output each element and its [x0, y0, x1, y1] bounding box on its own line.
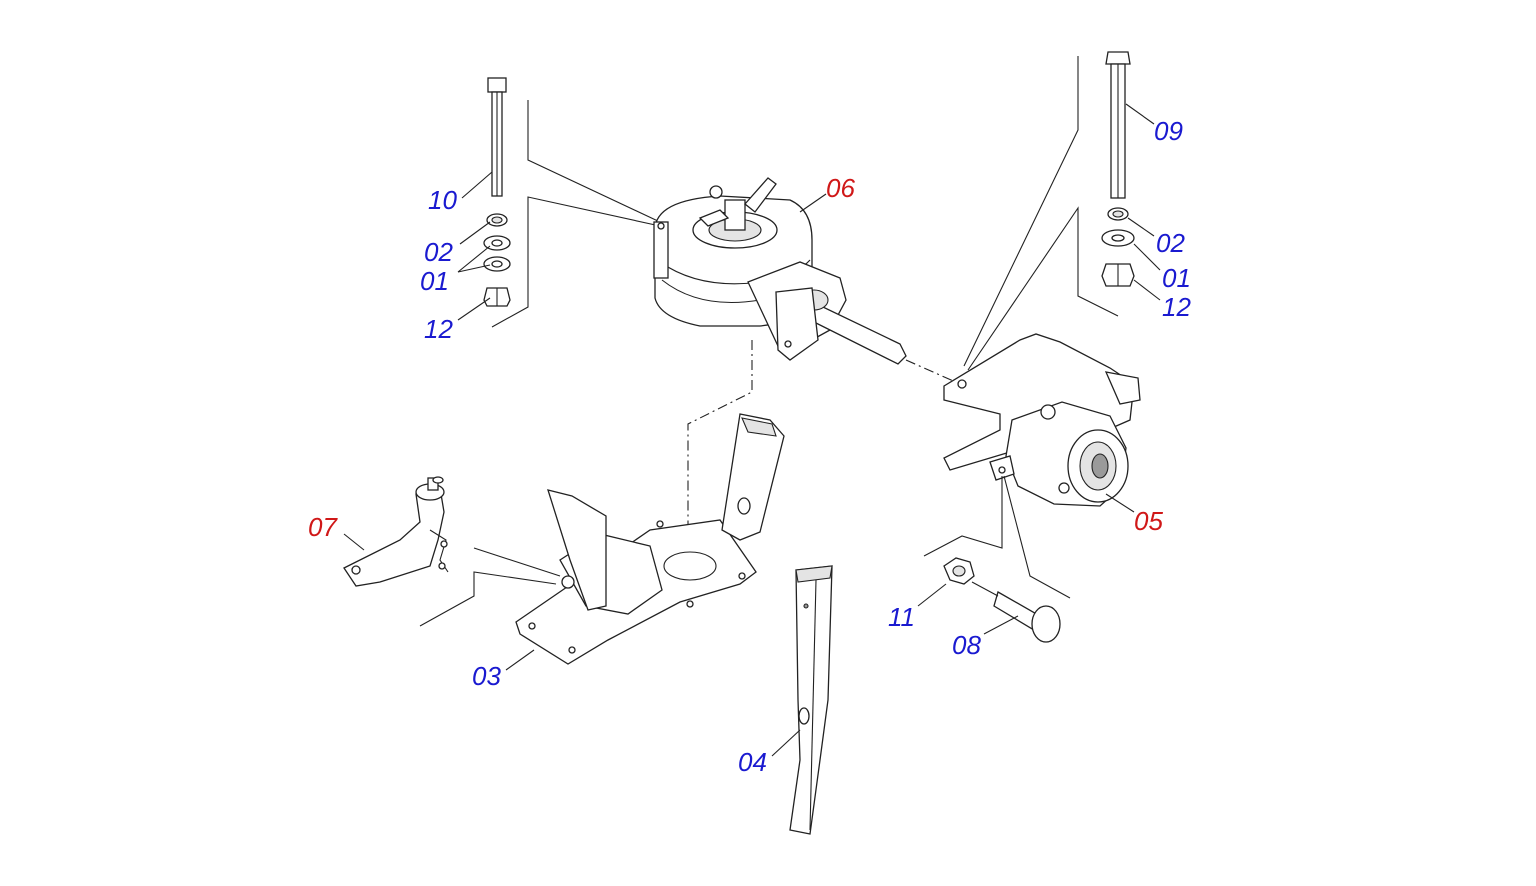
spring-washer-02-left	[486, 213, 508, 227]
callout-02-right: 02	[1156, 228, 1185, 258]
washer-01-right	[1101, 229, 1135, 247]
bolt-09	[1105, 51, 1131, 199]
callout-04: 04	[738, 747, 767, 777]
callout-09: 09	[1154, 116, 1183, 146]
gearbox-06	[653, 177, 907, 365]
shank-04	[789, 565, 833, 835]
callout-06: 06	[826, 173, 855, 203]
hitch-07	[343, 476, 449, 587]
drive-unit-05	[943, 333, 1141, 507]
nut-11	[943, 557, 975, 585]
pin-08	[993, 591, 1061, 643]
callout-10: 10	[428, 185, 457, 215]
base-frame-03	[515, 413, 785, 665]
callout-07: 07	[308, 512, 338, 542]
callout-12-left: 12	[424, 314, 453, 344]
washer-01-left	[483, 235, 511, 272]
callout-12-right: 12	[1162, 292, 1191, 322]
bolt-10	[487, 77, 507, 197]
callout-01-left: 01	[420, 266, 449, 296]
callout-05: 05	[1134, 506, 1163, 536]
nut-12-left	[483, 287, 511, 307]
callout-08: 08	[952, 630, 981, 660]
callout-02-left: 02	[424, 237, 453, 267]
spring-washer-02-right	[1107, 207, 1129, 221]
callout-01-right: 01	[1162, 263, 1191, 293]
callout-11: 11	[888, 602, 915, 632]
callout-03: 03	[472, 661, 501, 691]
nut-12-right	[1101, 263, 1135, 287]
